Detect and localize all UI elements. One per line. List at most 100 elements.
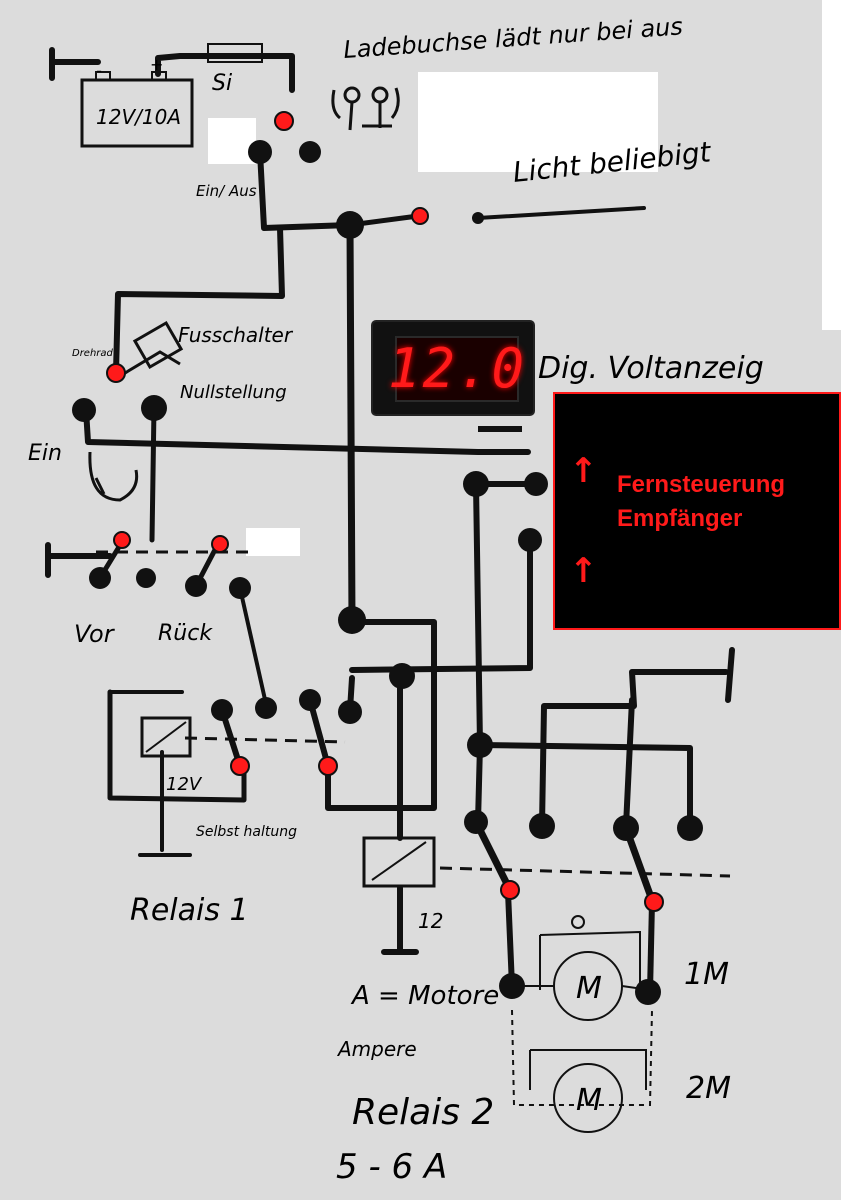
charge-socket-icon	[331, 86, 400, 131]
ein-label: Ein	[28, 441, 62, 466]
wire	[307, 697, 331, 769]
terminal	[136, 568, 156, 588]
fuse-label: Si	[212, 71, 232, 96]
wire	[346, 221, 356, 626]
wire	[473, 481, 483, 748]
motor-2	[529, 1049, 647, 1133]
voltmeter-foot	[478, 426, 522, 432]
wire	[472, 818, 514, 894]
motor1-symbol: M	[576, 971, 602, 1006]
relay2-voltage-label: 12	[418, 909, 443, 933]
voltmeter-label: Dig. Voltanzeig	[538, 351, 764, 386]
wire	[257, 149, 353, 231]
wires	[45, 47, 735, 995]
white-patch	[246, 528, 300, 556]
terminal	[499, 973, 525, 999]
receiver-title-line2: Empfänger	[617, 505, 743, 532]
relay1-label: Relais 1	[130, 893, 249, 928]
battery-minus-label: -	[96, 61, 102, 80]
relay1-voltage-label: 12V	[166, 774, 203, 795]
wire	[476, 206, 646, 220]
foot-switch-small-label: Drehrad	[72, 348, 114, 359]
wire	[349, 481, 539, 673]
white-patch	[822, 0, 841, 330]
terminal	[467, 732, 493, 758]
forward-label: Vor	[74, 620, 116, 648]
receiver-title-line1: Fernsteuerung	[617, 471, 786, 498]
up-arrow-icon: ↑	[569, 551, 598, 591]
wire	[647, 899, 655, 995]
terminal	[524, 472, 548, 496]
white-patch	[418, 72, 658, 172]
motors-label: A = Motore	[350, 981, 499, 1011]
receiver-title: Fernsteuerung Empfänger	[617, 468, 785, 536]
battery-terminal	[151, 71, 167, 81]
terminal	[211, 699, 233, 721]
wire	[381, 673, 419, 955]
wire	[83, 407, 531, 455]
contact	[113, 531, 131, 549]
white-patch	[208, 118, 256, 164]
remote-receiver: ↑ ↑ Fernsteuerung Empfänger	[553, 392, 841, 630]
wire	[725, 647, 735, 703]
battery-terminal	[95, 71, 111, 81]
battery-plus-label: +	[150, 55, 163, 74]
terminal	[463, 471, 489, 497]
terminal	[248, 140, 272, 164]
up-arrow-icon: ↑	[569, 451, 598, 491]
terminal	[338, 700, 362, 724]
wire	[238, 586, 268, 706]
battery-box	[80, 78, 194, 148]
wire	[623, 697, 635, 829]
relay2-coil	[362, 836, 436, 888]
charge-socket-label: Ladebuchse lädt nur bei aus	[342, 12, 683, 64]
motor2-symbol: M	[576, 1083, 602, 1118]
wire	[138, 750, 192, 857]
contact	[211, 535, 229, 553]
self-hold-label: Selbst haltung	[196, 824, 297, 840]
contacts	[106, 111, 664, 912]
terminal	[518, 528, 542, 552]
voltmeter-value: 12.0	[387, 337, 527, 400]
terminal	[299, 141, 321, 163]
motor2-label: 2M	[686, 1071, 731, 1106]
terminal	[338, 606, 366, 634]
wire	[149, 405, 157, 543]
light-label: Licht beliebigt	[511, 135, 713, 189]
contact	[274, 111, 294, 131]
terminal	[72, 398, 96, 422]
contact	[318, 756, 338, 776]
wire	[325, 619, 437, 811]
terminal	[635, 979, 661, 1005]
contact	[230, 756, 250, 776]
relay1-coil	[140, 716, 192, 758]
wire	[49, 47, 101, 81]
reverse-label: Rück	[158, 621, 213, 646]
terminal	[472, 212, 484, 224]
voltmeter-screen: 12.0	[388, 336, 524, 402]
terminal	[336, 211, 364, 239]
relay1-coil-mark	[145, 721, 187, 753]
battery-label: 12V/10A	[96, 105, 181, 129]
zero-position-label: Nullstellung	[180, 382, 287, 403]
foot-switch-label: Fusschalter	[178, 323, 294, 347]
motor2-link	[511, 1009, 653, 1106]
terminals	[72, 140, 703, 1005]
relay2-link	[439, 866, 731, 878]
main-switch-label: Ein/ Aus	[196, 182, 257, 200]
wire	[45, 542, 113, 578]
foot-switch-icon	[88, 320, 184, 502]
wire	[477, 742, 693, 829]
amps-label: Ampere	[336, 1037, 417, 1061]
terminal	[255, 697, 277, 719]
contact	[500, 880, 520, 900]
contact	[644, 892, 664, 912]
relay1-link	[184, 736, 346, 744]
relay2-label: Relais 2	[352, 1092, 494, 1133]
contact	[411, 207, 429, 225]
terminal	[389, 663, 415, 689]
contact	[106, 363, 126, 383]
terminal	[185, 575, 207, 597]
digital-voltmeter: 12.0	[373, 322, 533, 432]
